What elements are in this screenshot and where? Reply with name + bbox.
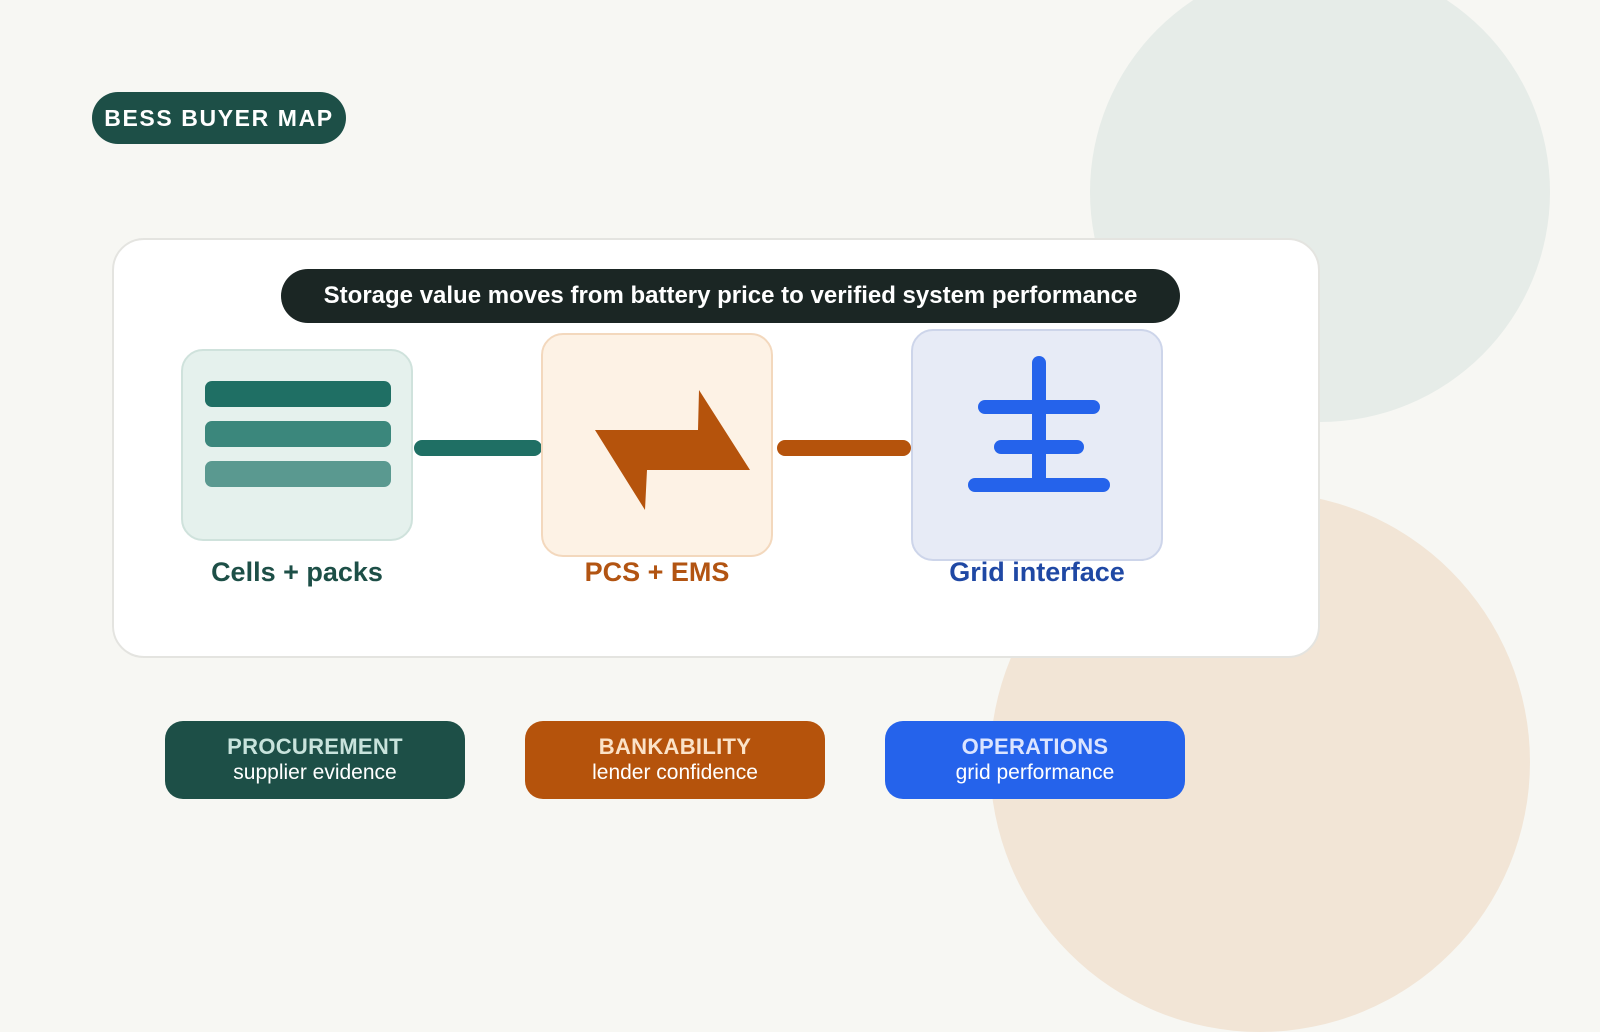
- cells-packs-node: [181, 349, 413, 541]
- grid-interface-node: [911, 329, 1163, 561]
- node-label-pcs-ems: PCS + EMS: [584, 557, 730, 587]
- cell-bar-3: [205, 461, 391, 487]
- pcs-ems-node: [541, 333, 773, 557]
- page-badge: BESS BUYER MAP: [92, 92, 346, 144]
- grid-tower-icon: [968, 356, 1110, 492]
- pill-title: PROCUREMENT: [227, 734, 403, 759]
- node-label-cells-packs: Cells + packs: [211, 557, 383, 587]
- pill-title: BANKABILITY: [598, 734, 752, 759]
- pill-subtitle: supplier evidence: [233, 761, 397, 784]
- pill-subtitle: lender confidence: [592, 761, 758, 784]
- pill-title: OPERATIONS: [961, 734, 1109, 759]
- diagram-headline: Storage value moves from battery price t…: [281, 269, 1180, 323]
- cell-bar-2: [205, 421, 391, 447]
- connector-pcs-to-grid: [777, 440, 911, 456]
- cell-bar-1: [205, 381, 391, 407]
- bankability-pill: BANKABILITY lender confidence: [525, 721, 825, 799]
- operations-pill: OPERATIONS grid performance: [885, 721, 1185, 799]
- pill-subtitle: grid performance: [955, 761, 1115, 784]
- node-label-grid-interface: Grid interface: [949, 557, 1125, 587]
- procurement-pill: PROCUREMENT supplier evidence: [165, 721, 465, 799]
- lightning-bolt-icon: [595, 390, 750, 510]
- connector-cells-to-pcs: [414, 440, 542, 456]
